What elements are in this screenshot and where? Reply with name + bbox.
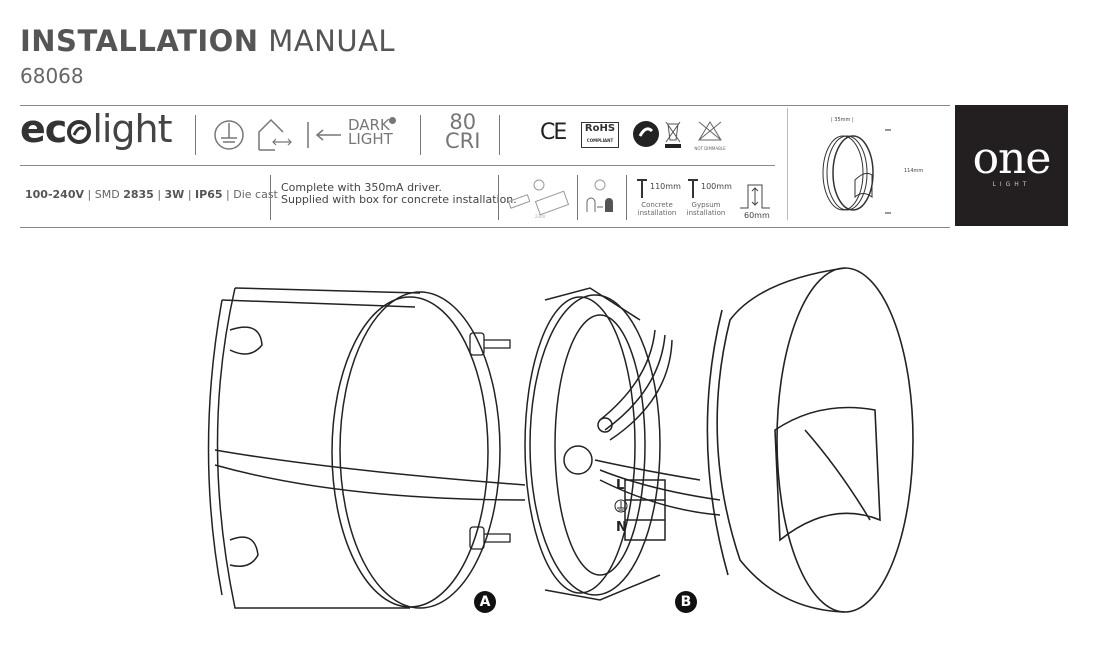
divider xyxy=(20,105,950,106)
step-badge-b: B xyxy=(675,591,697,613)
spec-power: 3W xyxy=(164,188,185,201)
title-bold: INSTALLATION xyxy=(20,24,259,58)
page-title: INSTALLATION MANUAL xyxy=(20,24,395,58)
concrete-depth: 110mm xyxy=(650,182,681,191)
description: Complete with 350mA driver.Supplied with… xyxy=(281,182,517,206)
spec-material: Die cast xyxy=(233,188,278,201)
live-wire-label: L xyxy=(616,478,625,493)
recycle-o-icon xyxy=(67,120,92,144)
luminaire xyxy=(706,267,914,613)
mounting-ring-b xyxy=(524,287,721,601)
divider xyxy=(577,175,578,220)
cutout-depth-icon xyxy=(740,184,770,209)
cri-label: CRI xyxy=(445,129,481,153)
ce-mark: CE xyxy=(540,120,567,145)
cutout-depth: 60mm xyxy=(744,211,770,220)
rohs-text: RoHS xyxy=(584,123,616,134)
dark-text: DARK xyxy=(348,116,390,134)
gypsum-label-1: Gypsum xyxy=(691,201,721,209)
logo-sub: LIGHT xyxy=(992,181,1031,188)
not-dimmable-icon xyxy=(698,121,722,141)
logo-light: light xyxy=(92,107,172,151)
separator: | xyxy=(87,188,92,201)
driver-replacement-icon xyxy=(507,179,570,216)
specs-line: 100-240V | SMD 2835 | 3W | IP65 | Die ca… xyxy=(25,188,278,201)
spec-smd-label: SMD xyxy=(94,188,120,201)
earth-ground-icon xyxy=(214,120,244,150)
logo-eco: ec xyxy=(20,107,67,151)
divider xyxy=(195,115,196,155)
spec-ip: IP65 xyxy=(195,188,223,201)
divider xyxy=(420,115,421,155)
gypsum-label-2: installation xyxy=(686,209,726,217)
diameter-value: 114mm xyxy=(904,168,924,174)
concrete-depth-icon xyxy=(637,179,647,198)
title-rest: MANUAL xyxy=(268,24,396,58)
product-dimension-drawing xyxy=(822,129,891,214)
divider xyxy=(20,227,950,228)
light-text: LIGHT xyxy=(348,130,393,148)
neutral-wire-label: N xyxy=(616,520,627,535)
dot-icon xyxy=(389,117,396,124)
weee-bin-icon xyxy=(665,121,681,148)
separator: | xyxy=(157,188,162,201)
indoor-outdoor-icon xyxy=(258,118,292,151)
spec-smd: 2835 xyxy=(123,188,154,201)
cri-value: 80 xyxy=(449,110,477,134)
divider xyxy=(270,175,271,220)
separator: | xyxy=(187,188,192,201)
earth-ground-icon xyxy=(614,499,628,513)
concrete-label-1: Concrete xyxy=(641,201,673,209)
divider xyxy=(498,175,499,220)
mounting-box-a xyxy=(207,287,526,609)
green-dot-icon xyxy=(633,121,659,147)
not-dimmable-label: NOT DIMMABLE xyxy=(694,146,726,151)
divider xyxy=(499,115,500,155)
gypsum-depth: 100mm xyxy=(701,182,732,191)
product-code: 68068 xyxy=(20,64,84,88)
divider xyxy=(626,175,627,220)
logo-word: one xyxy=(972,133,1052,184)
separator: | xyxy=(226,188,230,201)
concrete-label-2: installation xyxy=(637,209,677,217)
depth-dimension: | 35mm | xyxy=(831,117,854,123)
spec-voltage: 100-240V xyxy=(25,188,85,201)
beam-direction-icon xyxy=(307,122,341,148)
led-replaceable-icon xyxy=(586,179,613,212)
description-line: Supplied with box for concrete installat… xyxy=(281,193,517,206)
divider xyxy=(20,165,775,166)
description-line: Complete with 350mA driver. xyxy=(281,181,442,194)
rohs-badge: RoHS COMPLIANT xyxy=(581,122,619,148)
screws xyxy=(469,332,511,550)
divider xyxy=(787,108,788,220)
rohs-sub: COMPLIANT xyxy=(586,138,614,143)
depth-value: 35mm xyxy=(834,117,851,123)
step-badge-a: A xyxy=(474,591,496,613)
driver-voltage-label: 230V xyxy=(535,214,546,219)
gypsum-depth-icon xyxy=(688,179,698,198)
